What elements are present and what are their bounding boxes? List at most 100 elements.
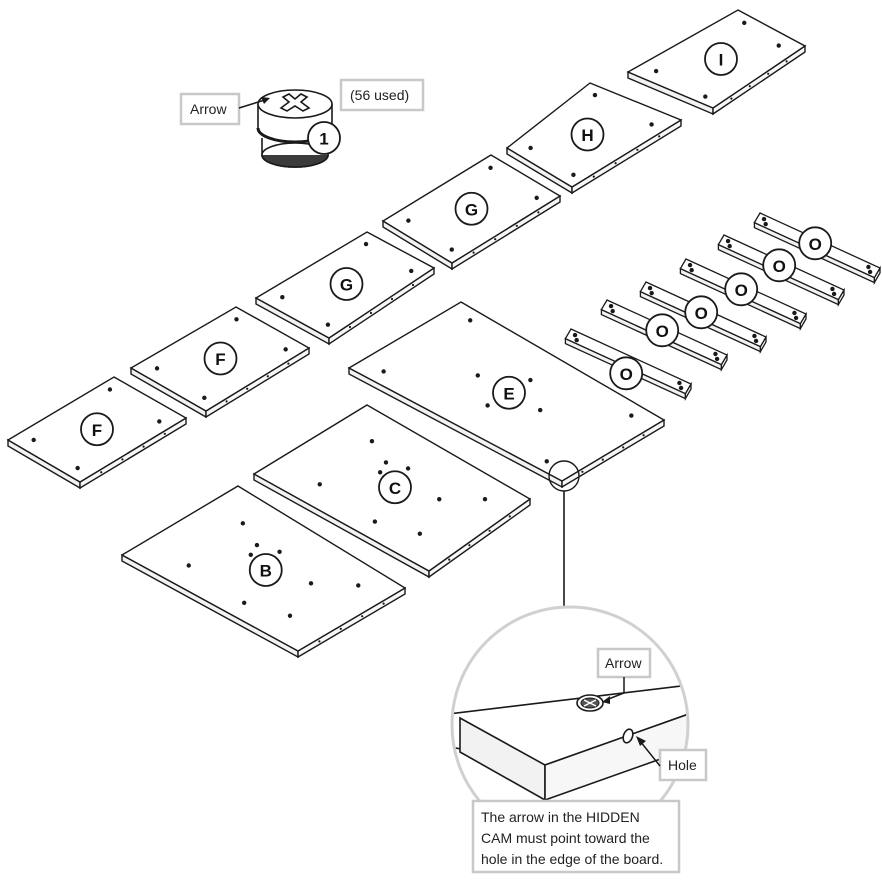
panel-G1: G xyxy=(381,154,562,271)
rails: O O O O O O xyxy=(564,212,881,402)
dowel-hole xyxy=(629,413,634,418)
dowel-hole xyxy=(280,294,285,300)
dowel-hole xyxy=(485,403,490,408)
quantity-label: (56 used) xyxy=(350,87,409,103)
dowel-hole xyxy=(528,145,533,151)
dowel-hole xyxy=(287,613,293,618)
dowel-hole xyxy=(405,466,411,471)
dowel-hole xyxy=(383,460,389,465)
dowel-hole xyxy=(409,268,414,274)
step-one-circle: 1 xyxy=(307,121,341,155)
part-label-circle xyxy=(454,191,489,226)
panel-F1: F xyxy=(129,306,311,419)
dowel-hole xyxy=(31,437,36,443)
dowel-hole xyxy=(714,356,720,362)
panel-E: E xyxy=(347,301,666,489)
part-label-circle xyxy=(724,272,759,307)
dowel-hole xyxy=(763,221,768,227)
part-label: G xyxy=(465,200,478,219)
part-label-circle xyxy=(80,412,114,447)
dowel-hole xyxy=(157,419,162,424)
dowel-hole xyxy=(417,531,423,536)
dowel-hole xyxy=(356,583,361,588)
part-label: G xyxy=(340,276,353,295)
hole-label: Hole xyxy=(668,757,697,773)
dowel-hole xyxy=(248,552,253,557)
step-number: 1 xyxy=(319,130,328,149)
part-label-circle xyxy=(684,295,719,330)
dowel-hole xyxy=(608,303,614,309)
rail-O: O xyxy=(679,258,807,332)
quantity-callout: (56 used) xyxy=(339,78,425,112)
dowel-hole xyxy=(572,332,578,338)
dowel-hole xyxy=(753,338,759,344)
dowel-hole xyxy=(831,291,837,297)
dowel-hole xyxy=(241,600,247,605)
dowel-hole xyxy=(277,549,282,554)
dowel-hole xyxy=(776,43,781,48)
instruction-note: The arrow in the HIDDEN CAM must point t… xyxy=(471,799,681,874)
note-line-2: CAM must point toward the xyxy=(481,830,650,846)
dowel-hole xyxy=(254,542,260,548)
rail-O: O xyxy=(564,328,692,402)
dowel-hole xyxy=(377,470,383,475)
rail-O: O xyxy=(753,212,881,286)
part-label-circle xyxy=(762,248,797,283)
part-label-circle xyxy=(704,42,738,76)
panel-F2: F xyxy=(6,376,188,490)
panel-B: B xyxy=(120,485,407,659)
dowel-hole xyxy=(283,347,288,352)
dowel-hole xyxy=(571,172,576,178)
part-label-circle xyxy=(570,117,605,152)
part-label-circle xyxy=(645,313,680,348)
part-label: O xyxy=(735,281,748,300)
dowel-hole xyxy=(687,262,693,268)
dowel-hole xyxy=(574,337,579,343)
dowel-hole xyxy=(649,122,654,127)
dowel-hole xyxy=(867,269,873,275)
note-line-3: hole in the edge of the board. xyxy=(481,851,663,867)
dowel-hole xyxy=(528,377,533,383)
part-label: O xyxy=(620,365,633,384)
part-label: E xyxy=(503,384,514,403)
dowel-hole xyxy=(363,241,369,247)
part-label-circle xyxy=(329,267,364,301)
part-label: F xyxy=(215,350,225,369)
part-label: O xyxy=(656,322,669,341)
dowel-hole xyxy=(653,68,659,74)
dowel-hole xyxy=(538,407,543,413)
dowel-hole xyxy=(317,482,322,487)
dowel-hole xyxy=(689,267,694,273)
dowel-hole xyxy=(866,264,871,270)
arrow-callout-top: Arrow xyxy=(179,92,270,126)
note-line-1: The arrow in the HIDDEN xyxy=(481,809,640,825)
part-label-circle xyxy=(248,553,283,587)
dowel-hole xyxy=(308,581,314,586)
part-label: O xyxy=(773,257,786,276)
arrow-detail-label: Arrow xyxy=(605,655,642,671)
panel-G2: G xyxy=(254,231,436,346)
panel-I: I xyxy=(626,9,807,116)
dowel-hole xyxy=(678,385,684,391)
arrow-callout-label: Arrow xyxy=(190,101,227,117)
dowel-hole xyxy=(592,92,598,98)
part-label-circle xyxy=(203,341,238,376)
part-label: O xyxy=(695,304,708,323)
part-label: O xyxy=(809,235,822,254)
dowel-hole xyxy=(544,459,549,464)
dowel-hole xyxy=(372,519,378,524)
dowel-hole xyxy=(240,521,246,526)
part-label: B xyxy=(260,562,272,581)
dowel-hole xyxy=(703,94,708,99)
rail-O: O xyxy=(639,281,767,355)
part-label: F xyxy=(92,421,102,440)
dowel-hole xyxy=(482,497,488,502)
rail-O: O xyxy=(600,299,728,373)
dowel-hole xyxy=(381,369,386,374)
dowel-hole xyxy=(488,165,493,170)
panel-H: H xyxy=(505,82,683,195)
detail-leader xyxy=(548,460,580,607)
dowel-hole xyxy=(647,285,653,291)
dowel-hole xyxy=(406,218,411,223)
